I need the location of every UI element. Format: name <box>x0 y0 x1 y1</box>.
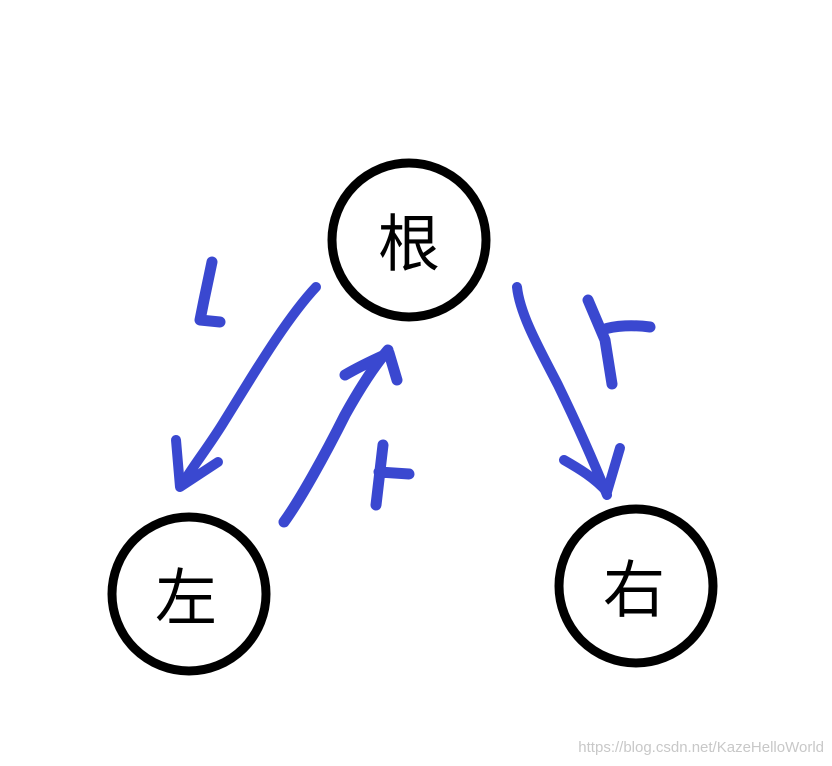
left-node: 左 <box>107 512 271 676</box>
arrow-root-to-right-head <box>559 443 625 497</box>
watermark: https://blog.csdn.net/KazeHelloWorld <box>578 739 824 756</box>
left-node-label: 左 <box>155 562 217 635</box>
arrow-root-to-left <box>177 282 321 490</box>
arrow-root-to-right <box>512 282 612 500</box>
right-node-label: 右 <box>603 554 665 627</box>
root-node-label: 根 <box>378 208 440 281</box>
root-node: 根 <box>327 158 491 322</box>
arrow-root-to-left-head <box>171 435 223 492</box>
right-node: 右 <box>554 504 718 668</box>
arrow-left-to-root-head <box>339 347 403 386</box>
arrow-left-to-root <box>278 344 394 528</box>
mark-left-2 <box>370 439 415 511</box>
mark-left-1 <box>194 256 226 328</box>
traversal-annotations <box>171 256 656 528</box>
mark-right <box>582 294 656 390</box>
